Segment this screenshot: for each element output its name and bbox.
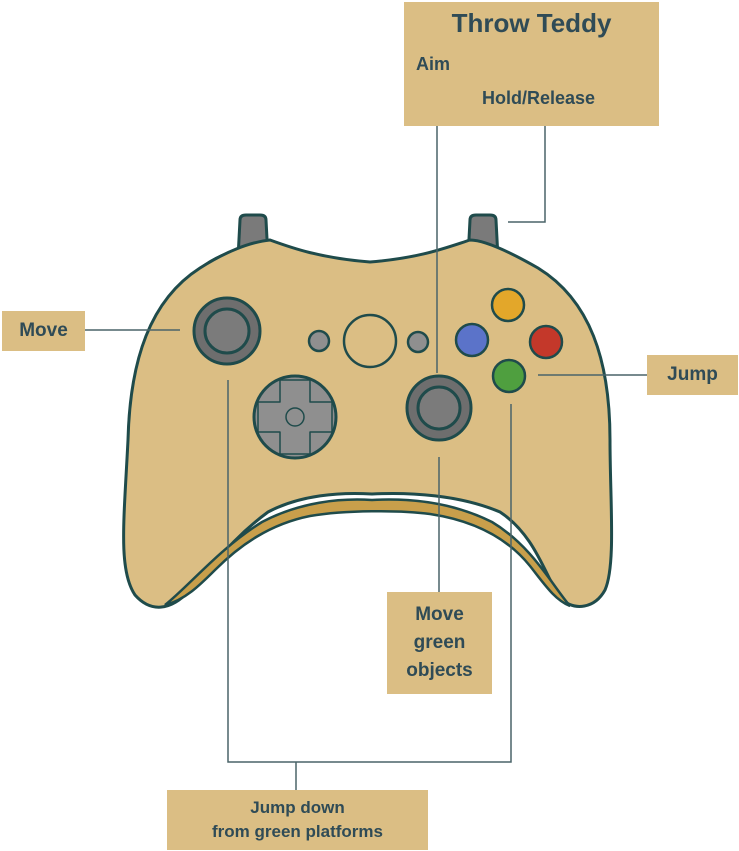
guide-button bbox=[342, 313, 398, 369]
throw-teddy-title: Throw Teddy bbox=[451, 8, 612, 38]
right-stick bbox=[405, 374, 473, 442]
button-x bbox=[454, 322, 490, 358]
jump-down-line-1: Jump down bbox=[250, 798, 345, 817]
move-green-line-3: objects bbox=[406, 660, 473, 681]
controller-body bbox=[122, 238, 614, 609]
button-b bbox=[528, 324, 564, 360]
jump-label-text: Jump bbox=[667, 364, 718, 385]
move-green-objects-label: Move green objects bbox=[387, 592, 492, 694]
jump-down-label: Jump down from green platforms bbox=[167, 790, 428, 850]
button-y bbox=[490, 287, 526, 323]
move-label: Move bbox=[2, 311, 85, 351]
start-button bbox=[406, 330, 430, 354]
dpad bbox=[252, 374, 338, 460]
hold-release-leader-line bbox=[508, 118, 546, 223]
aim-label: Aim bbox=[416, 54, 451, 74]
move-label-text: Move bbox=[19, 320, 68, 341]
controller-bottom-shadow bbox=[164, 498, 571, 608]
jump-down-line-2: from green platforms bbox=[212, 822, 383, 841]
jump-down-leader-line bbox=[227, 380, 512, 763]
back-button bbox=[307, 329, 331, 353]
throw-teddy-label: Throw Teddy Aim Hold/Release bbox=[404, 2, 659, 126]
move-green-line-2: green bbox=[413, 632, 466, 653]
button-a bbox=[491, 358, 527, 394]
jump-label: Jump bbox=[647, 355, 738, 395]
hold-release-label: Hold/Release bbox=[482, 88, 596, 108]
move-green-line-1: Move bbox=[415, 604, 464, 625]
left-stick bbox=[192, 296, 262, 366]
